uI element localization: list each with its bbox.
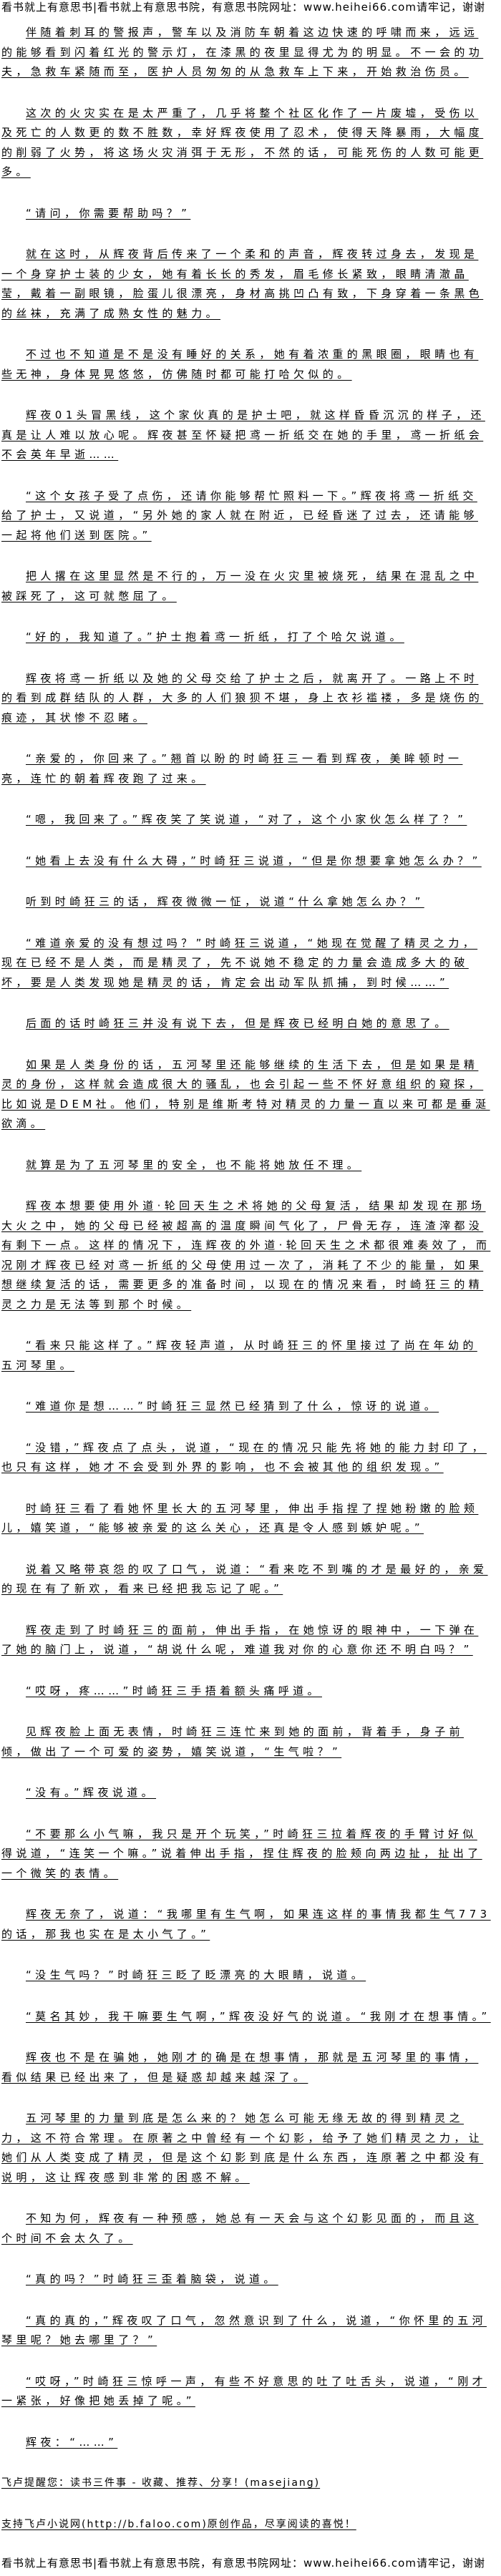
paragraph: 不过也不知道是不是没有睡好的关系，她有着浓重的黑眼圈，眼睛也有些无神，身体晃晃悠…: [1, 348, 479, 381]
paragraph: 辉夜走到了时崎狂三的面前，伸出手指，在她惊讶的眼神中，一下弹在了她的脑门上，说道…: [1, 1623, 479, 1657]
paragraph: 就在这时，从辉夜背后传来了一个柔和的声音，辉夜转过身去，发现是一个身穿护士装的少…: [1, 248, 484, 320]
paragraph: 把人撂在这里显然是不行的，万一没在火灾里被烧死，结果在混乱之中被踩死了，这可就憋…: [1, 570, 479, 602]
paragraph: 不知为何，辉夜有一种预感，她总有一天会与这个幻影见面的，而且这个时间不会太久了。: [1, 2212, 479, 2245]
paragraph: “不要那么小气嘛，我只是开个玩笑，”时崎狂三拉着辉夜的手臂讨好似得说道，“连笑一…: [1, 1827, 482, 1880]
paragraph: 听到时崎狂三的话，辉夜微微一怔，说道“什么拿她怎么办？”: [26, 895, 424, 908]
paragraph: 辉夜无奈了，说道：“我哪里有生气啊，如果连这样的事情我都生气773的话，那我也实…: [1, 1908, 491, 1941]
paragraph: 后面的话时崎狂三并没有说下去，但是辉夜已经明白她的意思了。: [26, 1017, 449, 1030]
paragraph: “这个女孩子受了点伤，还请你能够帮忙照料一下。”辉夜将鸢一折纸交给了护士，又说道…: [1, 489, 478, 542]
paragraph: “请问，你需要帮助吗？”: [26, 206, 191, 220]
paragraph: 说着又略带哀怨的叹了口气，说道：“看来吃不到嘴的才是最好的，亲爱的现在有了新欢，…: [1, 1562, 488, 1596]
paragraph: “难道你是想……”时崎狂三显然已经猜到了什么，惊讶的说道。: [26, 1400, 439, 1413]
paragraph: “好的，我知道了。”护士抱着鸢一折纸，打了个哈欠说道。: [26, 630, 404, 643]
paragraph: 五河琴里的力量到底是怎么来的？她怎么可能无缘无故的得到精灵之力，这不符合常理。在…: [1, 2112, 484, 2184]
paragraph: “哎呀，疼……”时崎狂三手捂着额头痛呼道。: [26, 1684, 322, 1697]
paragraph: 时崎狂三看了看她怀里长大的五河琴里，伸出手指捏了捏她粉嫩的脸颊儿，嬉笑道，“能够…: [1, 1501, 479, 1535]
chapter-content: 伴随着刺耳的警报声，警车以及消防车朝着这边快速的呼啸而来，远远的能够看到闪着红光…: [1, 23, 491, 2534]
paragraph: 辉夜本想要使用外道·轮回天生之术将她的父母复活，结果却发现在那场大火之中，她的父…: [1, 1199, 491, 1311]
paragraph: “没生气吗？”时崎狂三眨了眨漂亮的大眼睛，说道。: [26, 1968, 366, 1981]
paragraph: 就算是为了五河琴里的安全，也不能将她放任不理。: [26, 1158, 362, 1171]
paragraph: 辉夜01头冒黑线，这个家伙真的是护士吧，就这样昏昏沉沉的样子，还真是让人难以放心…: [1, 409, 485, 461]
paragraph: 辉夜也不是在骗她，她刚才的确是在想事情，那就是五河琴里的事情，看似结果已经出来了…: [1, 2051, 479, 2084]
footer-note: 支持飞卢小说网(http://b.faloo.com)原创作品，尽享阅读的喜悦！: [1, 2518, 356, 2530]
paragraph: 如果是人类身份的话，五河琴里还能够继续的生活下去，但是如果是精灵的身份，这样就会…: [1, 1058, 490, 1131]
site-banner-top: 看书就上有意思书|看书就上有意思书院，有意思书院网址：www.heihei66.…: [1, 1, 485, 14]
paragraph: 辉夜将鸢一折纸以及她的父母交给了护士之后，就离开了。一路上不时的看到成群结队的人…: [1, 671, 484, 724]
paragraph: “哎呀，”时崎狂三惊呼一声，有些不好意思的吐了吐舌头，说道，“刚才一紧张，好像把…: [1, 2374, 487, 2408]
paragraph: “没有。”辉夜说道。: [26, 1786, 157, 1799]
paragraph: 辉夜：“……”: [26, 2435, 118, 2449]
paragraph: “她看上去没有什么大碍，”时崎狂三说道，“但是你想要拿她怎么办？”: [26, 854, 482, 867]
paragraph: 这次的火灾实在是太严重了，几乎将整个社区化作了一片废墟，受伤以及死亡的人数更的数…: [1, 106, 484, 179]
paragraph: “真的吗？”时崎狂三歪着脑袋，说道。: [26, 2273, 278, 2285]
paragraph: “难道亲爱的没有想过吗？”时崎狂三说道，“她现在觉醒了精灵之力，现在已经不是人类…: [1, 936, 478, 989]
site-banner-bottom: 看书就上有意思书|看书就上有意思书院，有意思书院网址：www.heihei66.…: [1, 2557, 485, 2570]
paragraph: “真的真的，”辉夜叹了口气，忽然意识到了什么，说道，“你怀里的五河琴里呢？她去哪…: [1, 2313, 487, 2347]
paragraph: “莫名其妙，我干嘛要生气啊，”辉夜没好气的说道。“我刚才在想事情。”: [26, 2009, 491, 2023]
paragraph: “没错，”辉夜点了点头，说道，“现在的情况只能先将她的能力封印了，也只有这样，她…: [1, 1440, 487, 1474]
paragraph: 见辉夜脸上面无表情，时崎狂三连忙来到她的面前，背着手，身子前倾，做出了一个可爱的…: [1, 1725, 464, 1758]
paragraph: “看来只能这样了。”辉夜轻声道，从时崎狂三的怀里接过了尚在年幼的五河琴里。: [1, 1339, 477, 1372]
paragraph: “亲爱的，你回来了。”翘首以盼的时崎狂三一看到辉夜，美眸顿时一亮，连忙的朝着辉夜…: [1, 752, 463, 785]
paragraph: “嗯，我回来了。”辉夜笑了笑说道，“对了，这个小家伙怎么样了？”: [26, 813, 467, 826]
footer-note: 飞卢提醒您：读书三件事 - 收藏、推荐、分享！(masejiang): [1, 2477, 321, 2489]
paragraph: 伴随着刺耳的警报声，警车以及消防车朝着这边快速的呼啸而来，远远的能够看到闪着红光…: [1, 26, 484, 78]
